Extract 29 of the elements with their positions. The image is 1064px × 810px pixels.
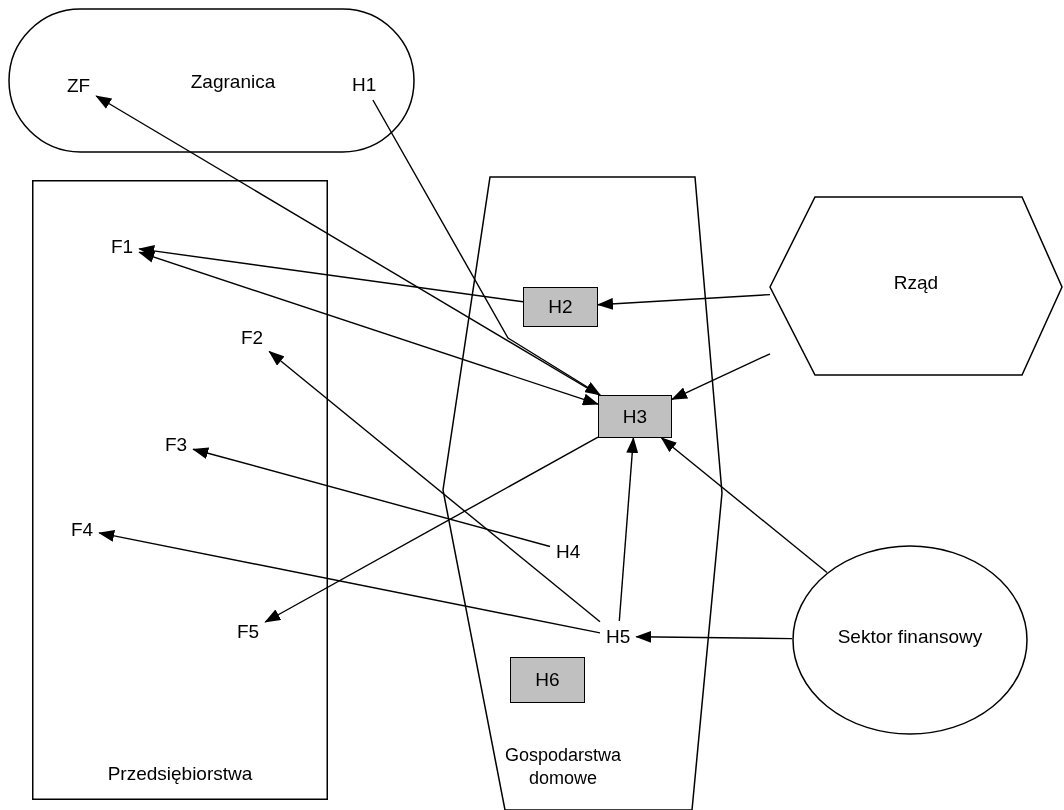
arrow xyxy=(597,293,771,310)
arrow xyxy=(138,245,524,303)
arrow xyxy=(660,437,828,574)
node-label: H4 xyxy=(555,541,582,562)
node-label: F5 xyxy=(236,621,261,642)
node-label: F4 xyxy=(70,519,95,540)
region-label: Sektor finansowy xyxy=(836,625,984,649)
node-label: H5 xyxy=(605,626,632,647)
arrow xyxy=(268,350,601,623)
process-box: H6 xyxy=(510,657,585,703)
region-label: Przedsiębiorstwa xyxy=(106,762,254,786)
arrow xyxy=(98,529,601,634)
region-label: Gospodarstwa domowe xyxy=(503,744,623,789)
arrow xyxy=(635,630,793,643)
node-label: F3 xyxy=(164,434,189,455)
arrow xyxy=(264,436,599,623)
region-label: Zagranica xyxy=(189,70,277,94)
process-box: H3 xyxy=(598,395,672,438)
node-label: F1 xyxy=(110,236,135,257)
process-box: H2 xyxy=(523,287,598,327)
arrow xyxy=(192,447,551,548)
node-label: H1 xyxy=(351,74,378,95)
region-label: Rząd xyxy=(892,271,940,295)
node-label: ZF xyxy=(66,75,92,96)
arrow xyxy=(618,437,639,622)
arrow xyxy=(671,353,771,400)
arrow xyxy=(372,99,602,396)
node-label: F2 xyxy=(240,327,265,348)
arrow xyxy=(138,251,599,406)
